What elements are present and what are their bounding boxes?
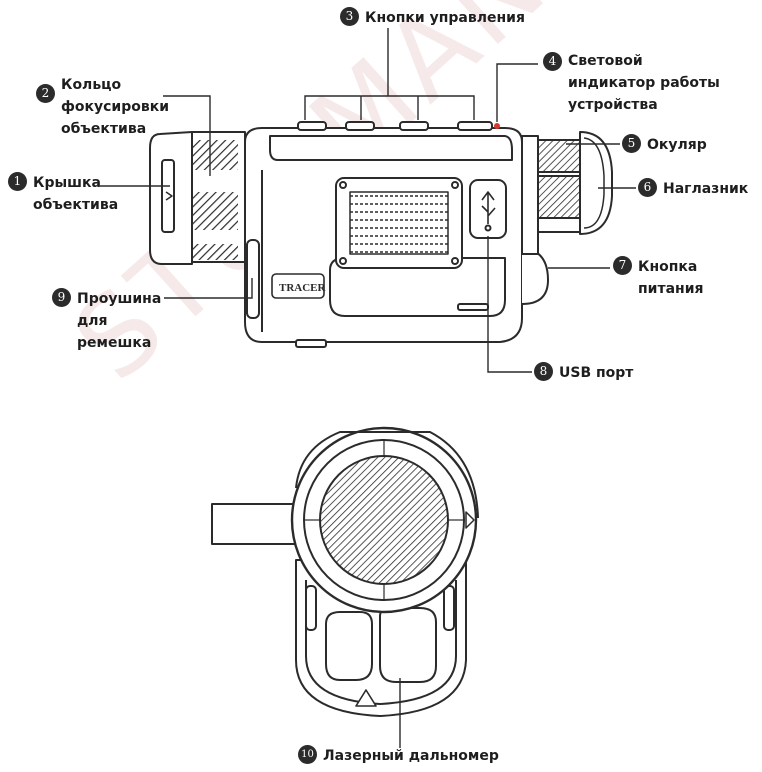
callout-number: 9: [52, 288, 71, 307]
callout-label: Проушина: [77, 291, 162, 307]
leader-lines: [100, 28, 636, 748]
callout-label: объектива: [33, 197, 119, 213]
callout-number: 8: [534, 362, 553, 381]
callout-label: для: [77, 313, 108, 329]
callout-number: 2: [36, 84, 55, 103]
callout-label: Кнопка: [638, 259, 698, 275]
callout-label: индикатор работы: [568, 75, 720, 91]
callout-label: Кольцо: [61, 77, 122, 93]
callout-label: ремешка: [77, 335, 152, 351]
callout-label: Крышка: [33, 175, 101, 191]
front-view: [211, 426, 479, 717]
callout-number: 6: [638, 178, 657, 197]
callout-strap-loop: 9 Проушина для ремешка: [52, 288, 161, 354]
callout-eyecup: 6 Наглазник: [638, 178, 748, 200]
callout-number: 5: [622, 134, 641, 153]
device-logo: TRACER: [279, 282, 327, 294]
callout-label: Наглазник: [663, 181, 749, 197]
callout-number: 10: [298, 745, 317, 764]
callout-power-button: 7 Кнопка питания: [613, 256, 704, 300]
callout-number: 4: [543, 52, 562, 71]
side-view: [149, 121, 613, 348]
callout-lens-cap: 1 Крышка объектива: [8, 172, 118, 216]
callout-label: питания: [638, 281, 704, 297]
callout-label: Окуляр: [647, 137, 707, 153]
callout-label: Кнопки управления: [365, 10, 525, 26]
callout-label: фокусировки: [61, 99, 170, 115]
callout-rangefinder: 10 Лазерный дальномер: [298, 745, 499, 767]
callout-label: Световой: [568, 53, 643, 69]
callout-label: USB порт: [559, 365, 634, 381]
callout-usb-port: 8 USB порт: [534, 362, 633, 384]
callout-number: 1: [8, 172, 27, 191]
callout-focus-ring: 2 Кольцо фокусировки объектива: [36, 74, 169, 140]
callout-label: устройства: [568, 97, 658, 113]
callout-eyepiece: 5 Окуляр: [622, 134, 707, 156]
callout-control-buttons: 3 Кнопки управления: [340, 7, 525, 29]
callout-number: 3: [340, 7, 359, 26]
callout-number: 7: [613, 256, 632, 275]
callout-label: объектива: [61, 121, 147, 137]
callout-indicator: 4 Световой индикатор работы устройства: [543, 50, 720, 116]
callout-label: Лазерный дальномер: [323, 748, 499, 764]
